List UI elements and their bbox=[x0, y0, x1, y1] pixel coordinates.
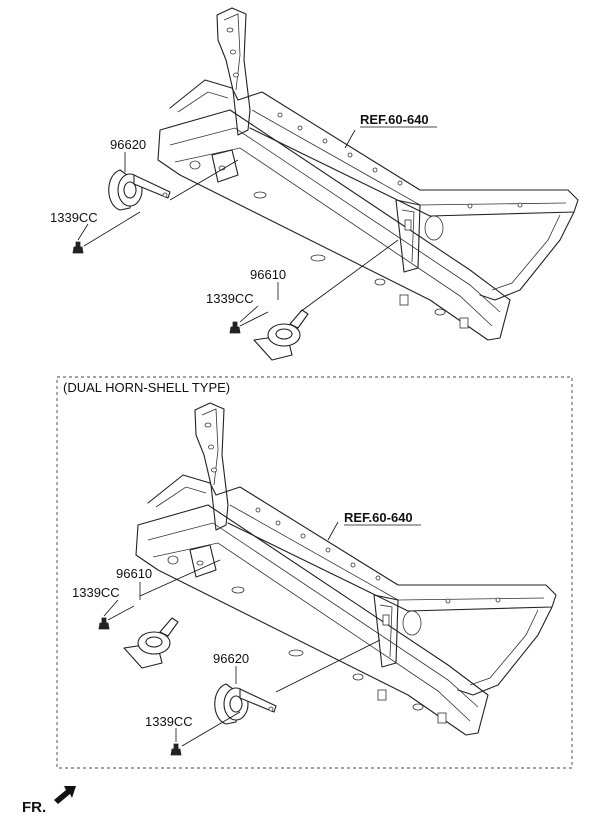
dual-horn-box bbox=[56, 376, 573, 769]
dual-horn-title: (DUAL HORN-SHELL TYPE) bbox=[63, 380, 230, 395]
ref-label-dual: REF.60-640 bbox=[344, 510, 413, 525]
front-arrow-icon bbox=[54, 786, 76, 804]
bolt-1339cc-top-right bbox=[229, 321, 241, 334]
bolt-1339cc-dual-lower bbox=[170, 743, 182, 756]
horn-96610-top bbox=[253, 309, 309, 361]
part-label-96620-top: 96620 bbox=[110, 137, 146, 152]
bolt-1339cc-dual-upper bbox=[98, 617, 110, 630]
part-label-96610-dual: 96610 bbox=[116, 566, 152, 581]
dual-horns bbox=[98, 521, 381, 756]
bolt-label-1339cc-dual-upper: 1339CC bbox=[72, 585, 120, 600]
horn-96610-dual bbox=[123, 617, 179, 669]
front-label: FR. bbox=[22, 799, 46, 816]
ref-label-top: REF.60-640 bbox=[360, 112, 429, 127]
bolt-label-1339cc-top-right: 1339CC bbox=[206, 291, 254, 306]
dual-carrier-assembly bbox=[135, 402, 557, 736]
bolt-1339cc-top-left bbox=[72, 241, 84, 254]
bolt-label-1339cc-dual-lower: 1339CC bbox=[145, 714, 193, 729]
horn-96620-dual bbox=[214, 683, 277, 725]
part-label-96620-dual: 96620 bbox=[213, 651, 249, 666]
bolt-label-1339cc-top-left: 1339CC bbox=[50, 210, 98, 225]
top-carrier-assembly bbox=[72, 7, 579, 361]
horn-96620-top bbox=[108, 169, 171, 211]
part-label-96610-top: 96610 bbox=[250, 267, 286, 282]
